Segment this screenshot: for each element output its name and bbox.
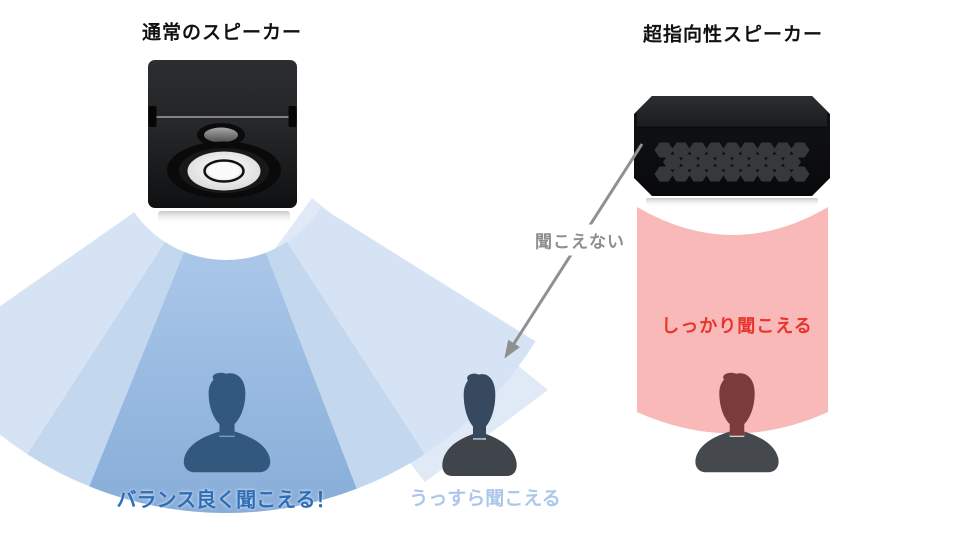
fan-wedge-mid-left (27, 241, 185, 487)
directional-sound-beam (637, 207, 828, 434)
tweeter-dome (204, 127, 238, 143)
hear-faintly-label: うっすら聞こえる (409, 488, 561, 510)
speaker-reflection (646, 198, 818, 207)
directional-speaker-title: 超指向性スピーカー (642, 24, 824, 46)
normal-speaker-illustration (148, 60, 297, 224)
woofer-cap-ring (203, 159, 245, 183)
directional-speaker-illustration (634, 96, 830, 207)
honeycomb-grid (654, 142, 810, 182)
woofer-cap (208, 163, 240, 179)
fan-wedge-mid-right (266, 241, 425, 489)
speaker-hinge-right (288, 106, 297, 127)
person-shoulders (695, 431, 779, 473)
speaker-hinge-left (148, 106, 157, 127)
speaker-reflection (158, 211, 290, 224)
hear-balanced-label: バランス良く聞こえる！ (116, 489, 336, 512)
fan-wedge-outer-left (0, 212, 165, 455)
cannot-hear-label: 聞こえない (527, 224, 633, 256)
hear-clearly-label: しっかり聞こえる (661, 316, 813, 336)
normal-speaker-title: 通常のスピーカー (141, 22, 303, 44)
speaker-top-band (637, 96, 827, 127)
